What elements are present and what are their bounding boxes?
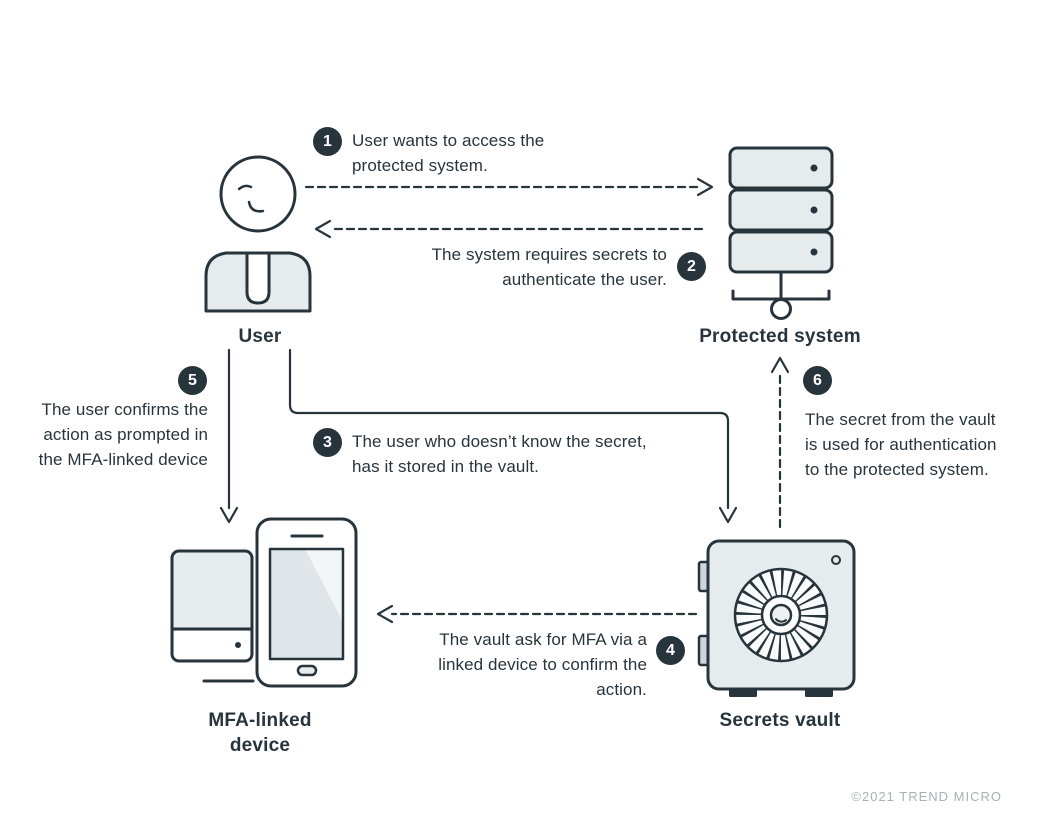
arrow-step5 [219,348,239,524]
user-icon [204,155,312,313]
step5-text: The user confirms the action as prompted… [38,400,208,469]
mfa-device-label: MFA-linked device [208,710,312,756]
step2-badge: 2 [677,252,706,281]
step4-badge: 4 [656,636,685,665]
step6-text: The secret from the vault is used for au… [805,410,997,479]
arrow-step4 [376,604,698,624]
mfa-device-icon [170,517,358,688]
step1-badge: 1 [313,127,342,156]
user-label: User [238,326,282,347]
server-icon [728,146,834,320]
step2-text: The system requires secrets to authentic… [431,245,667,289]
arrow-step2 [314,219,704,239]
protected-system-label: Protected system [699,326,861,347]
step3-badge: 3 [313,428,342,457]
step5-badge: 5 [178,366,207,395]
arrow-step6 [770,356,790,529]
step1-text: User wants to access the protected syste… [352,131,545,175]
secrets-vault-label: Secrets vault [719,710,841,731]
step4-text: The vault ask for MFA via a linked devic… [438,630,647,699]
copyright-text: ©2021 TREND MICRO [851,789,1002,804]
arrow-step1 [304,177,714,197]
step6-badge: 6 [803,366,832,395]
step3-text: The user who doesn’t know the secret, ha… [352,432,647,476]
vault-icon [697,539,856,697]
arrow-step3 [288,348,738,524]
